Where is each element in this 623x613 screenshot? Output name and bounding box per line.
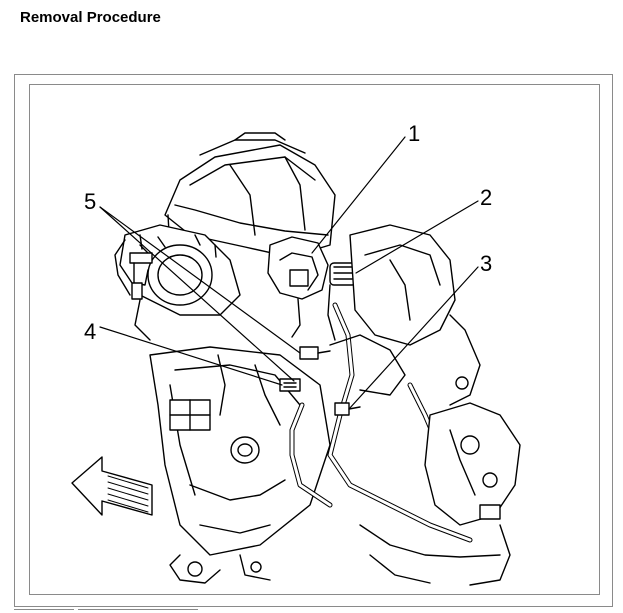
lower-right-drawing <box>359 402 521 586</box>
component-4-drawing <box>279 378 301 392</box>
engine-block-right-drawing <box>329 224 481 406</box>
callout-leader-lines <box>99 136 479 410</box>
left-sensor-drawing <box>129 234 153 300</box>
component-3-drawing <box>334 402 361 416</box>
callout-4: 4 <box>84 319 96 344</box>
figure-frame: 1 2 3 4 5 <box>14 74 613 607</box>
figure-illustration-frame: 1 2 3 4 5 <box>29 84 600 595</box>
callout-2: 2 <box>480 185 492 210</box>
engine-cover-drawing <box>164 132 336 261</box>
front-cover-drawing <box>149 346 331 556</box>
front-arrow-icon <box>71 456 153 516</box>
callout-3: 3 <box>480 251 492 276</box>
tab-divider <box>78 609 198 610</box>
lower-mount-drawing <box>169 554 271 584</box>
component-5-drawing <box>299 346 331 360</box>
page-title: Removal Procedure <box>20 9 161 26</box>
callout-5: 5 <box>84 189 96 214</box>
component-1-drawing <box>267 236 329 338</box>
callout-1: 1 <box>408 121 420 146</box>
tab-divider <box>14 609 74 610</box>
intake-drawing <box>114 224 241 341</box>
engine-illustration: 1 2 3 4 5 <box>71 121 521 586</box>
